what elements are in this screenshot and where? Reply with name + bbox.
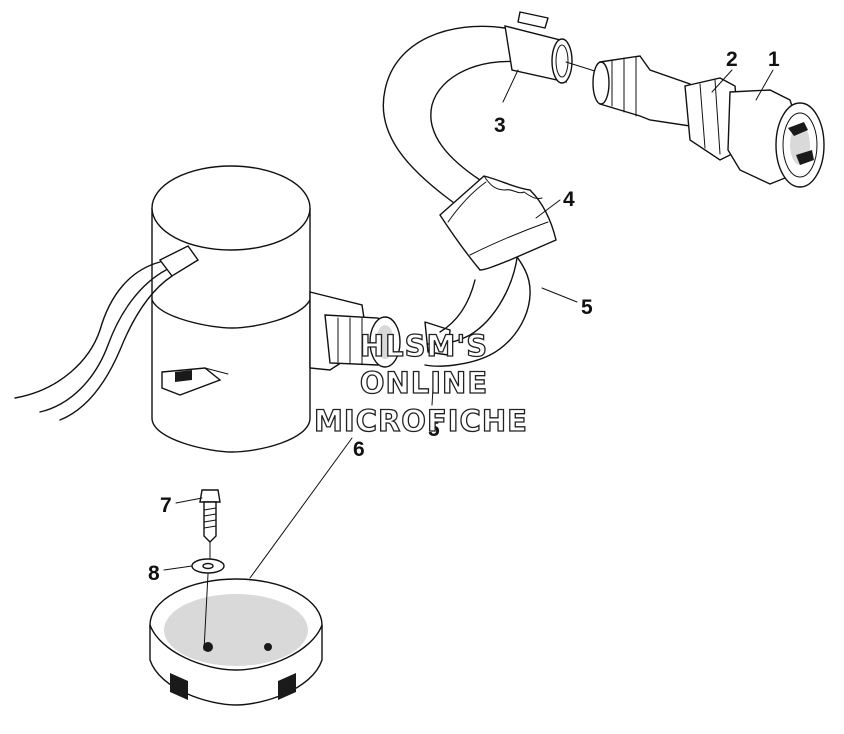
- callout-2: 2: [726, 48, 738, 71]
- callout-7: 7: [160, 494, 172, 517]
- washer: [191, 558, 225, 574]
- watermark-line-3: MICROFICHE: [314, 404, 528, 438]
- leader-lines: [163, 69, 774, 579]
- callout-5-lower: 5: [428, 418, 440, 441]
- watermark: HLSM'S ONLINE MICROFICHE: [313, 328, 528, 438]
- strainer-base: [149, 578, 323, 706]
- callout-6: 6: [353, 438, 365, 461]
- screw-axis-line: [203, 541, 211, 651]
- thru-hull-fitting: [592, 55, 825, 188]
- hose-clamp-top: [504, 11, 599, 84]
- callout-3: 3: [494, 114, 506, 137]
- hose-sleeve: [439, 175, 557, 271]
- bilge-pump: [14, 165, 451, 453]
- watermark-line-2: ONLINE: [360, 366, 488, 400]
- callout-1: 1: [768, 48, 780, 71]
- screw: [199, 489, 221, 543]
- callout-4: 4: [563, 188, 575, 211]
- watermark-line-1: HLSM'S: [360, 329, 488, 363]
- callout-8: 8: [148, 562, 160, 585]
- callout-5: 5: [581, 296, 593, 319]
